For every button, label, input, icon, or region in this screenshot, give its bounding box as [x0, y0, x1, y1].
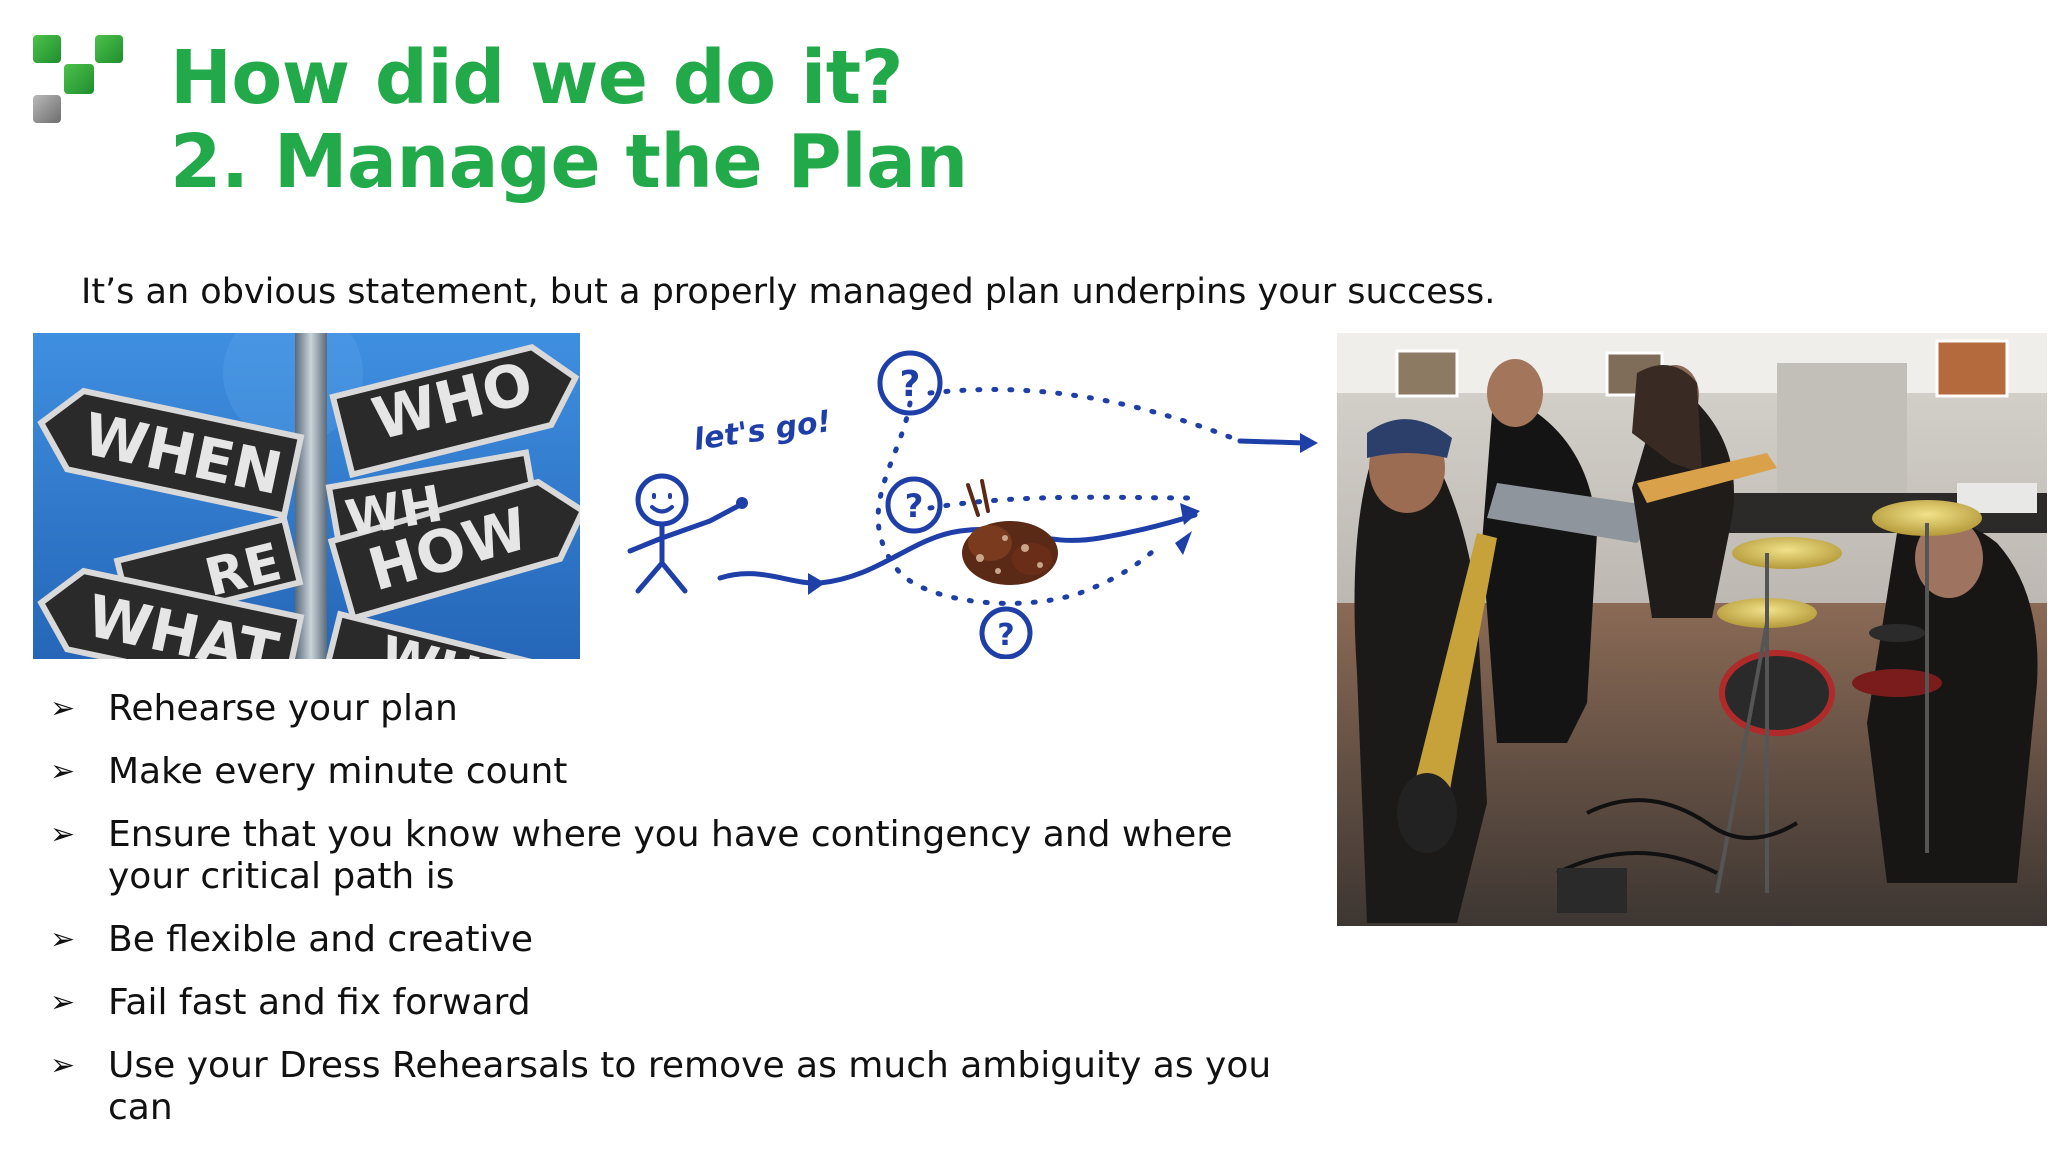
list-item: ➢Ensure that you know where you have con…: [50, 814, 1233, 897]
question-bubble: [979, 606, 1033, 660]
list-item: ➢Fail fast and fix forward: [50, 982, 531, 1023]
bullet-arrow-icon: ➢: [50, 817, 76, 852]
obstacle-blob: [962, 521, 1058, 585]
list-item: ➢Make every minute count: [50, 751, 568, 792]
bullet-arrow-icon: ➢: [50, 922, 76, 957]
company-logo: [33, 35, 123, 123]
signpost-image: WHO WHEN WH HOW RE WHAT WH: [33, 333, 580, 659]
question-bubble: [885, 476, 943, 534]
lets-go-label: let's go!: [692, 404, 834, 458]
bullet-list: ➢Rehearse your plan ➢Make every minute c…: [50, 688, 1350, 1150]
svg-text:?: ?: [905, 487, 924, 525]
bullet-arrow-icon: ➢: [50, 1048, 76, 1083]
bullet-arrow-icon: ➢: [50, 754, 76, 789]
list-item: ➢Be flexible and creative: [50, 919, 533, 960]
list-item: ➢Rehearse your plan: [50, 688, 458, 729]
bullet-arrow-icon: ➢: [50, 691, 76, 726]
svg-text:?: ?: [997, 618, 1014, 653]
question-bubble: [877, 350, 943, 416]
intro-statement: It’s an obvious statement, but a properl…: [81, 272, 1496, 312]
title-line-1: How did we do it?: [170, 35, 904, 121]
slide-title: How did we do it? 2. Manage the Plan: [170, 36, 968, 204]
list-item: ➢Use your Dress Rehearsals to remove as …: [50, 1045, 1272, 1128]
bullet-arrow-icon: ➢: [50, 985, 76, 1020]
title-line-2: 2. Manage the Plan: [170, 119, 968, 205]
plan-sketch-image: let's go! ? ? ?: [600, 333, 1335, 660]
svg-text:?: ?: [900, 364, 921, 405]
stick-figure-head: [635, 473, 689, 527]
band-rehearsal-photo: [1337, 333, 2047, 926]
